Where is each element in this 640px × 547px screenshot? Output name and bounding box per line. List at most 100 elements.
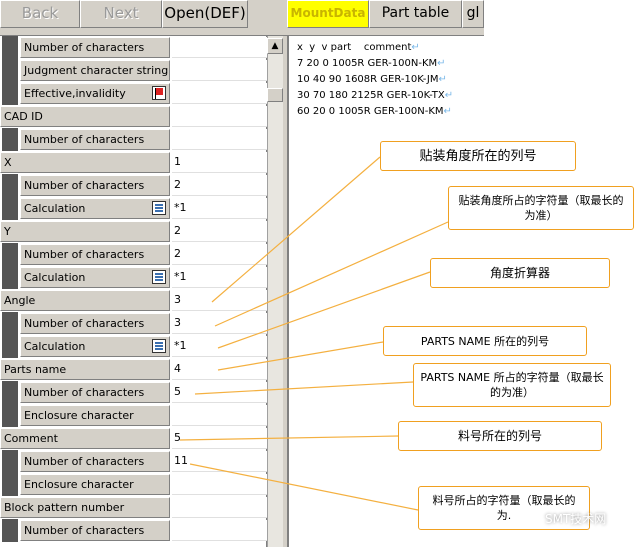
field-value-input[interactable]: 11 [172, 451, 267, 472]
field-value-input[interactable]: 5 [172, 382, 267, 403]
scroll-up-arrow-icon[interactable]: ▲ [267, 38, 283, 54]
data-line-text: 7 20 0 1005R GER-100N-KM [297, 58, 438, 69]
row-indent-marker [2, 36, 18, 59]
field-row: Block pattern number [0, 496, 267, 519]
field-row: Number of characters [0, 519, 267, 542]
field-label: Number of characters [20, 175, 170, 196]
data-line-text: 10 40 90 1608R GER-10K-JM [297, 74, 439, 85]
field-label: CAD ID [0, 106, 170, 127]
tab-mount-data[interactable]: MountData [287, 0, 369, 28]
field-label: Judgment character string [20, 60, 170, 81]
field-row: Number of characters [0, 128, 267, 151]
field-label: Number of characters [20, 129, 170, 150]
field-label: Number of characters [20, 382, 170, 403]
field-row: Calculation*1 [0, 335, 267, 358]
field-value-input[interactable]: 5 [172, 428, 267, 449]
field-value-input[interactable]: *1 [172, 267, 267, 288]
data-line: 7 20 0 1005R GER-100N-KM↵ [297, 57, 446, 71]
field-value-input[interactable] [172, 474, 267, 495]
row-indent-marker [2, 404, 18, 427]
row-indent-marker [2, 381, 18, 404]
field-value-input[interactable] [172, 129, 267, 150]
next-button[interactable]: Next [80, 0, 162, 28]
field-value-input[interactable]: 3 [172, 313, 267, 334]
field-value-input[interactable] [172, 497, 267, 518]
data-line-text: 30 70 180 2125R GER-10K-TX [297, 90, 445, 101]
field-row: Calculation*1 [0, 197, 267, 220]
field-label: Effective,invalidity [20, 83, 170, 104]
toolbar-blank [484, 0, 640, 36]
field-value-input[interactable] [172, 60, 267, 81]
field-value-input[interactable]: 2 [172, 221, 267, 242]
field-row: Calculation*1 [0, 266, 267, 289]
field-label: Block pattern number [0, 497, 170, 518]
mount-data-text-area[interactable]: x y v part comment↵7 20 0 1005R GER-100N… [287, 36, 640, 547]
callout-parts-name-column: PARTS NAME 所在的列号 [383, 326, 587, 356]
row-indent-marker [2, 312, 18, 335]
field-label: Calculation [20, 198, 170, 219]
field-value-input[interactable]: 2 [172, 175, 267, 196]
toolbar-spacer [248, 0, 287, 28]
callout-comment-column: 料号所在的列号 [398, 421, 602, 451]
row-indent-marker [2, 197, 18, 220]
data-line: 10 40 90 1608R GER-10K-JM↵ [297, 73, 447, 87]
scroll-thumb[interactable] [267, 88, 283, 102]
back-button[interactable]: Back [0, 0, 80, 28]
data-line-text: x y v part comment [297, 42, 412, 53]
vertical-scrollbar[interactable] [267, 36, 283, 547]
field-label: Number of characters [20, 37, 170, 58]
field-label: Number of characters [20, 244, 170, 265]
callout-angle-converter: 角度折算器 [430, 258, 610, 288]
line-end-icon: ↵ [444, 90, 454, 101]
row-indent-marker [2, 243, 18, 266]
field-value-input[interactable]: *1 [172, 198, 267, 219]
row-indent-marker [2, 266, 18, 289]
field-label: Comment [0, 428, 170, 449]
field-value-input[interactable]: 1 [172, 152, 267, 173]
field-value-input[interactable]: *1 [172, 336, 267, 357]
tab-part-table[interactable]: Part table [369, 0, 462, 28]
field-label: X [0, 152, 170, 173]
field-row: Enclosure character [0, 473, 267, 496]
field-value-input[interactable]: 3 [172, 290, 267, 311]
data-line: 60 20 0 1005R GER-100N-KM↵ [297, 105, 452, 119]
field-label: Calculation [20, 267, 170, 288]
field-value-input[interactable] [172, 83, 267, 104]
line-end-icon: ↵ [437, 58, 446, 69]
field-label: Enclosure character [20, 474, 170, 495]
field-row: Effective,invalidity [0, 82, 267, 105]
data-line-text: 60 20 0 1005R GER-100N-KM [297, 106, 444, 117]
calculator-icon[interactable] [152, 201, 166, 215]
field-value-input[interactable] [172, 106, 267, 127]
flag-icon[interactable] [152, 86, 166, 100]
calculator-icon[interactable] [152, 270, 166, 284]
tab-cut-off[interactable]: gl [462, 0, 484, 28]
row-indent-marker [2, 82, 18, 105]
callout-comment-chars: 料号所占的字符量（取最长的为. [418, 486, 590, 530]
calculator-icon[interactable] [152, 339, 166, 353]
field-value-input[interactable] [172, 37, 267, 58]
row-indent-marker [2, 174, 18, 197]
field-value-input[interactable]: 2 [172, 244, 267, 265]
field-label: Number of characters [20, 451, 170, 472]
field-value-input[interactable] [172, 520, 267, 541]
callout-parts-name-chars: PARTS NAME 所占的字符量（取最长的为准） [413, 363, 611, 407]
field-label: Calculation [20, 336, 170, 357]
open-def-button[interactable]: Open(DEF) [162, 0, 248, 28]
data-line: x y v part comment↵ [297, 41, 420, 55]
row-indent-marker [2, 519, 18, 542]
field-value-input[interactable] [172, 405, 267, 426]
field-value-input[interactable]: 4 [172, 359, 267, 380]
row-indent-marker [2, 128, 18, 151]
field-label: Enclosure character [20, 405, 170, 426]
callout-angle-chars: 贴装角度所占的字符量（取最长的为准） [448, 186, 634, 230]
